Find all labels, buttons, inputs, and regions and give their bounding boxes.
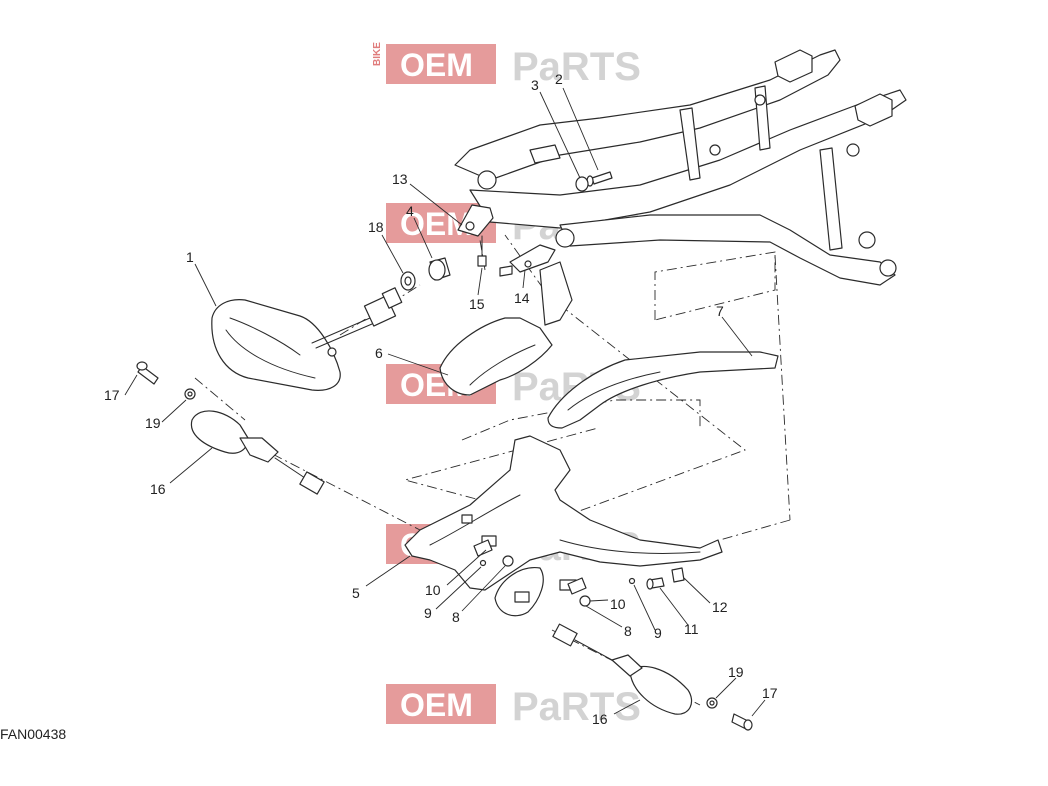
callout-9-right: 9	[654, 625, 662, 641]
callout-13: 13	[392, 171, 408, 187]
bolt-17-right	[731, 713, 753, 731]
watermark-oem-text: OEM	[400, 47, 473, 83]
callout-2: 2	[555, 71, 563, 87]
hardware-8-right	[579, 595, 591, 607]
callout-15: 15	[469, 296, 485, 312]
turn-signal-mount	[494, 567, 544, 617]
hardware-10-left	[473, 539, 493, 557]
washer-19-right	[706, 697, 718, 709]
leader-lines	[124, 87, 766, 717]
rear-subframe	[454, 49, 907, 286]
hardware-9-right	[628, 577, 636, 585]
callout-9-left: 9	[424, 605, 432, 621]
callout-8-left: 8	[452, 609, 460, 625]
callout-18: 18	[368, 219, 384, 235]
side-panel-6	[439, 261, 573, 396]
hardware-9-left	[479, 559, 487, 567]
screw-15	[477, 235, 487, 267]
screw-11	[646, 577, 665, 590]
bracket-14	[499, 244, 556, 277]
hardware-8-left	[502, 555, 514, 567]
callout-6: 6	[375, 345, 383, 361]
callout-4: 4	[406, 203, 414, 219]
callout-19-right: 19	[728, 664, 744, 680]
callout-14: 14	[514, 290, 530, 306]
callout-16-right: 16	[592, 711, 608, 727]
callout-3: 3	[531, 77, 539, 93]
bolt-17-left	[136, 361, 159, 385]
callout-17-right: 17	[762, 685, 778, 701]
callout-10-right: 10	[610, 596, 626, 612]
callout-7: 7	[716, 303, 724, 319]
side-panel-7	[547, 351, 779, 429]
drawing-code: FAN00438	[0, 726, 67, 742]
rubber-mount-4	[428, 257, 451, 281]
callout-11: 11	[684, 621, 699, 637]
hardware-10-right	[567, 577, 587, 595]
callout-1: 1	[186, 249, 194, 265]
callout-labels: 1 2 3 4 5 6 7 8 8 9 9 10 10 11 12 13 14 …	[104, 71, 778, 727]
washer-3	[575, 176, 589, 192]
watermark-oem-text: OEM	[400, 687, 473, 723]
callout-5: 5	[352, 585, 360, 601]
washer-18	[400, 271, 416, 291]
callout-16-left: 16	[150, 481, 166, 497]
watermark-parts-text: PaRTS	[512, 45, 641, 89]
callout-10-left: 10	[425, 582, 441, 598]
clip-12	[671, 567, 685, 583]
assembly-lines	[194, 234, 791, 706]
callout-17-left: 17	[104, 387, 120, 403]
callout-8-right: 8	[624, 623, 632, 639]
watermark-bike-text: BIKE	[372, 42, 383, 66]
callout-19-left: 19	[145, 415, 161, 431]
washer-19-left	[184, 388, 196, 400]
turn-signal-16-left	[190, 410, 325, 495]
tail-light	[211, 287, 403, 391]
bracket-13	[457, 204, 494, 237]
callout-12: 12	[712, 599, 728, 615]
watermark-1: OEM BIKE PaRTS	[372, 42, 641, 89]
bolt-2	[586, 171, 613, 187]
turn-signal-16-right	[552, 623, 693, 715]
watermark-parts-text: PaRTS	[512, 685, 641, 729]
watermark-5: OEM PaRTS	[386, 684, 641, 729]
